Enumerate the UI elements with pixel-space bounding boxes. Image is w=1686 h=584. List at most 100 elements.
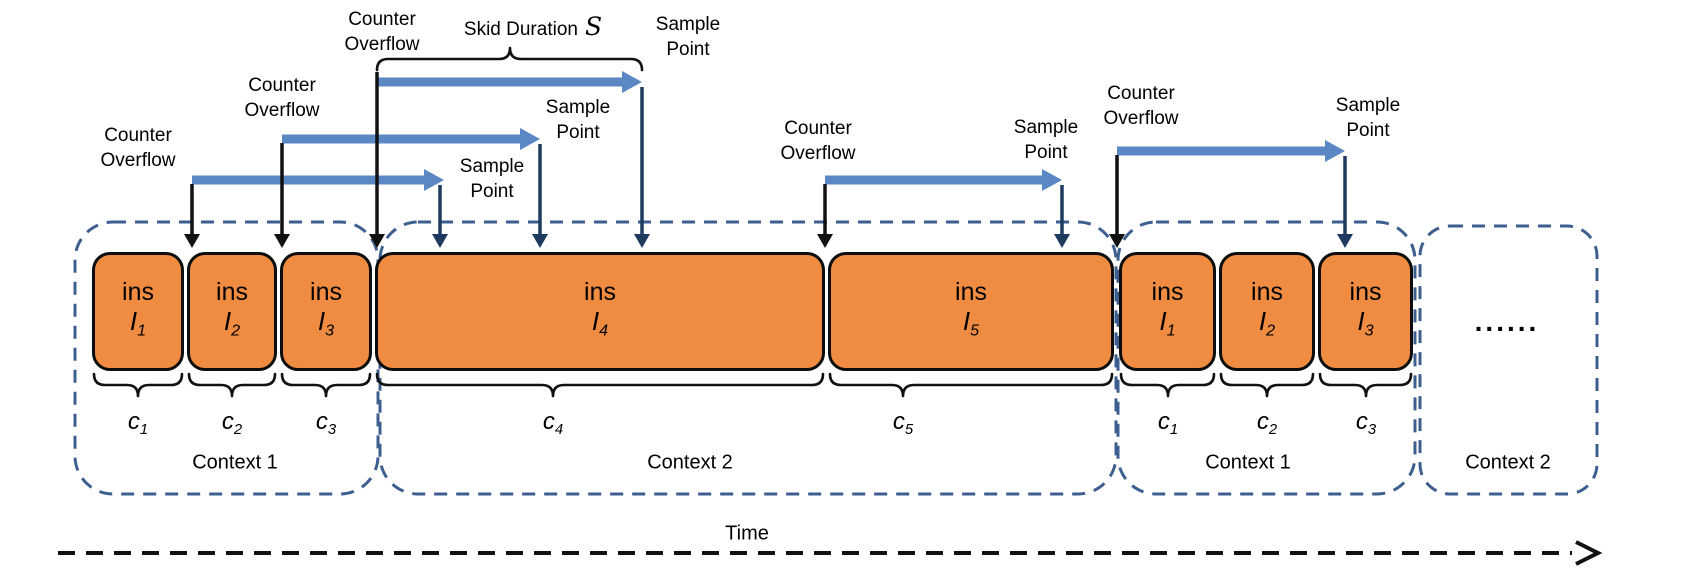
overflow-event-1 (184, 169, 448, 248)
skid-duration-label: Skid Duration S (464, 14, 602, 42)
count-symbol: c (1355, 407, 1368, 435)
instruction-id-subscript: 3 (1364, 321, 1374, 340)
skid-duration-brace (375, 46, 644, 72)
skid-duration-text: Skid Duration (463, 19, 578, 40)
overflow-drop-arrowhead-icon (274, 234, 290, 248)
count-subscript: 3 (327, 422, 337, 439)
count-symbol: c (892, 407, 905, 435)
sample-drop-arrowhead-icon (432, 234, 448, 248)
label-line: Overflow (344, 34, 420, 55)
count-label: c4 (543, 408, 563, 438)
overflow-arrowhead-icon (1325, 140, 1345, 162)
instruction-id: I5 (962, 305, 980, 345)
context-label: Context 1 (1205, 451, 1291, 474)
instruction-id-subscript: 1 (1166, 321, 1176, 340)
count-label: c1 (128, 408, 148, 438)
overflow-drop-arrowhead-icon (369, 234, 385, 248)
label-line: Point (666, 39, 710, 60)
time-axis (58, 540, 1603, 566)
count-brace-c4 (375, 372, 825, 398)
count-label: c1 (1158, 408, 1178, 438)
instruction-id: I4 (591, 305, 608, 345)
instruction-id-subscript: 2 (231, 321, 241, 340)
sample-drop-arrowhead-icon (1054, 234, 1070, 248)
instruction-id-symbol: I (223, 305, 232, 336)
count-brace-c5 (828, 372, 1114, 398)
time-axis-arrowhead-icon (1575, 540, 1603, 566)
overflow-drop-arrowhead-icon (817, 234, 833, 248)
overflow-arrowhead-icon (520, 128, 540, 150)
label-line: Point (556, 122, 600, 143)
instruction-id: I3 (1357, 305, 1374, 345)
instruction-id: I1 (1159, 305, 1176, 345)
overflow-arrowhead-icon (1042, 169, 1062, 191)
overflow-event-5 (1109, 140, 1353, 248)
label-line: Counter (348, 9, 416, 30)
overflow-arrowhead-icon (622, 71, 642, 93)
count-label: c2 (222, 408, 242, 438)
instruction-id-subscript: 5 (970, 321, 980, 340)
count-symbol: c (542, 407, 555, 435)
skid-duration-symbol: S (584, 12, 603, 41)
label-line: Point (470, 181, 514, 202)
overflow-event-4 (817, 169, 1070, 248)
instruction-id-symbol: I (1258, 305, 1267, 336)
label-line: Sample (1013, 117, 1079, 138)
count-symbol: c (1256, 407, 1269, 435)
instruction-id-symbol: I (317, 305, 326, 336)
count-brace-c2 (187, 372, 277, 398)
count-subscript: 2 (233, 422, 243, 439)
instruction-id-symbol: I (962, 305, 971, 336)
count-symbol: c (221, 407, 234, 435)
overflow-drop-arrowhead-icon (1109, 234, 1125, 248)
count-symbol: c (127, 407, 140, 435)
instruction-opcode: ins (955, 277, 987, 306)
count-brace-c3b (1318, 372, 1413, 398)
overflow-arrowhead-icon (424, 169, 444, 191)
overflow-drop-arrowhead-icon (184, 234, 200, 248)
count-symbol: c (1157, 407, 1170, 435)
label-line: Sample (545, 97, 611, 118)
label-line: Counter (784, 118, 852, 139)
count-label: c3 (1356, 408, 1376, 438)
instruction-opcode: ins (310, 277, 342, 306)
context-region-4 (1418, 224, 1599, 496)
context-label: Context 2 (1465, 451, 1551, 474)
label-line: Sample (655, 14, 721, 35)
count-subscript: 1 (1169, 422, 1179, 439)
context-label: Context 2 (647, 451, 733, 474)
label-line: Counter (1107, 83, 1175, 104)
instruction-id-symbol: I (1159, 305, 1167, 336)
instruction-opcode: ins (1251, 277, 1283, 306)
count-subscript: 1 (139, 422, 149, 439)
count-label: c3 (316, 408, 336, 438)
instruction-id-symbol: I (129, 305, 138, 336)
count-subscript: 3 (1367, 422, 1377, 439)
label-line: Overflow (244, 100, 320, 121)
label-line: Counter (104, 125, 172, 146)
sample-drop-arrowhead-icon (634, 234, 650, 248)
instruction-id-symbol: I (591, 305, 600, 336)
count-brace-c1 (92, 372, 184, 398)
overflow-event-3 (369, 46, 650, 248)
overflow-event-2 (274, 128, 548, 248)
sample-drop-arrowhead-icon (532, 234, 548, 248)
label-line: Overflow (100, 150, 176, 171)
instruction-id-symbol: I (1357, 305, 1365, 336)
label-line: Sample (459, 156, 525, 177)
count-symbol: c (315, 407, 328, 435)
instruction-id: I2 (1258, 305, 1275, 345)
